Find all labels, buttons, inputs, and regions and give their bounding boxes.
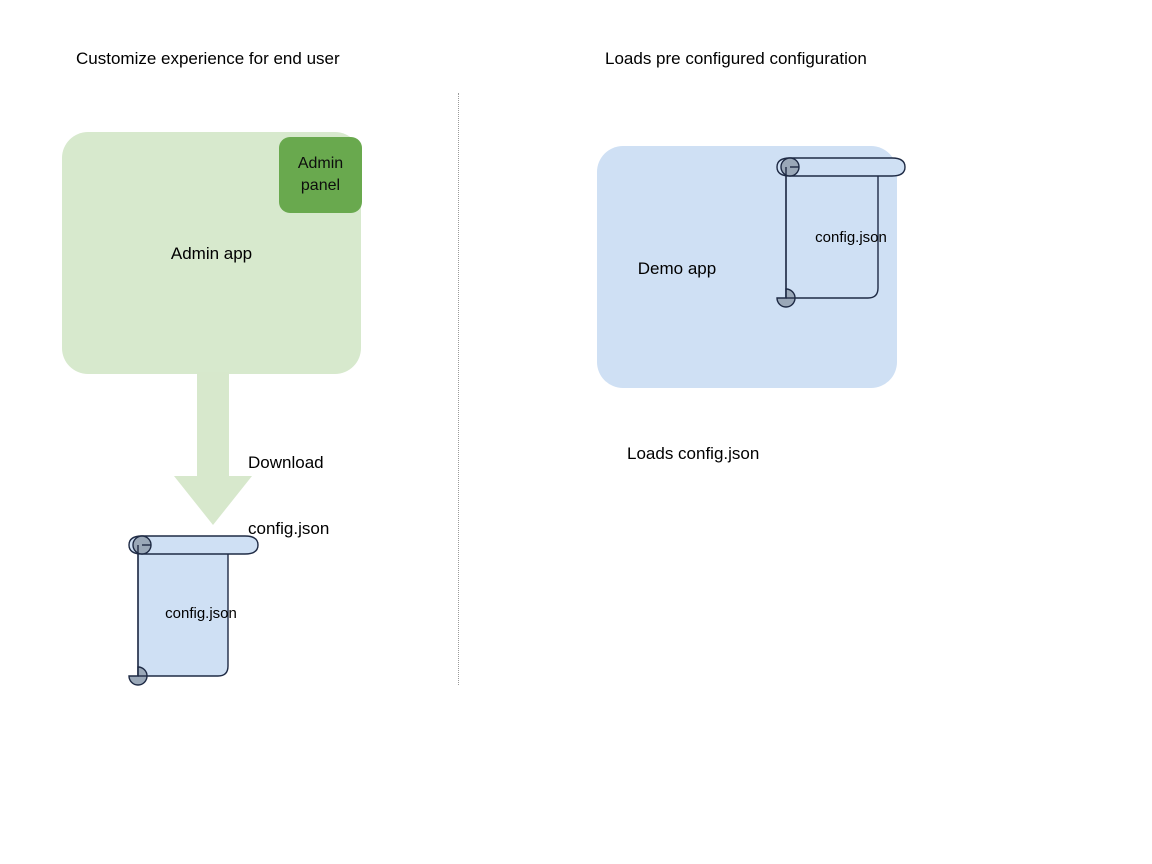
config-json-document-left[interactable]: config.json — [118, 528, 268, 690]
download-arrow-label-line2: config.json — [248, 519, 330, 538]
loads-config-caption: Loads config.json — [627, 444, 760, 463]
config-json-document-right[interactable]: config.json — [768, 152, 914, 308]
right-column-title: Loads pre configured configuration — [605, 49, 867, 68]
scroll-document-icon — [776, 157, 906, 308]
scroll-document-icon — [128, 535, 259, 686]
download-arrow-label-line1: Download — [248, 453, 324, 472]
admin-panel-chip[interactable]: Admin panel — [279, 137, 362, 213]
admin-panel-label: Admin panel — [298, 153, 343, 197]
admin-panel-label-line2: panel — [300, 177, 341, 194]
left-column-title: Customize experience for end user — [76, 49, 340, 68]
admin-app-label: Admin app — [170, 244, 253, 263]
admin-panel-label-line1: Admin — [297, 155, 344, 172]
column-divider — [458, 93, 459, 685]
download-arrow-label: Download config.json — [248, 408, 329, 584]
arrow-down-icon — [174, 372, 252, 525]
demo-app-label: Demo app — [637, 259, 717, 278]
